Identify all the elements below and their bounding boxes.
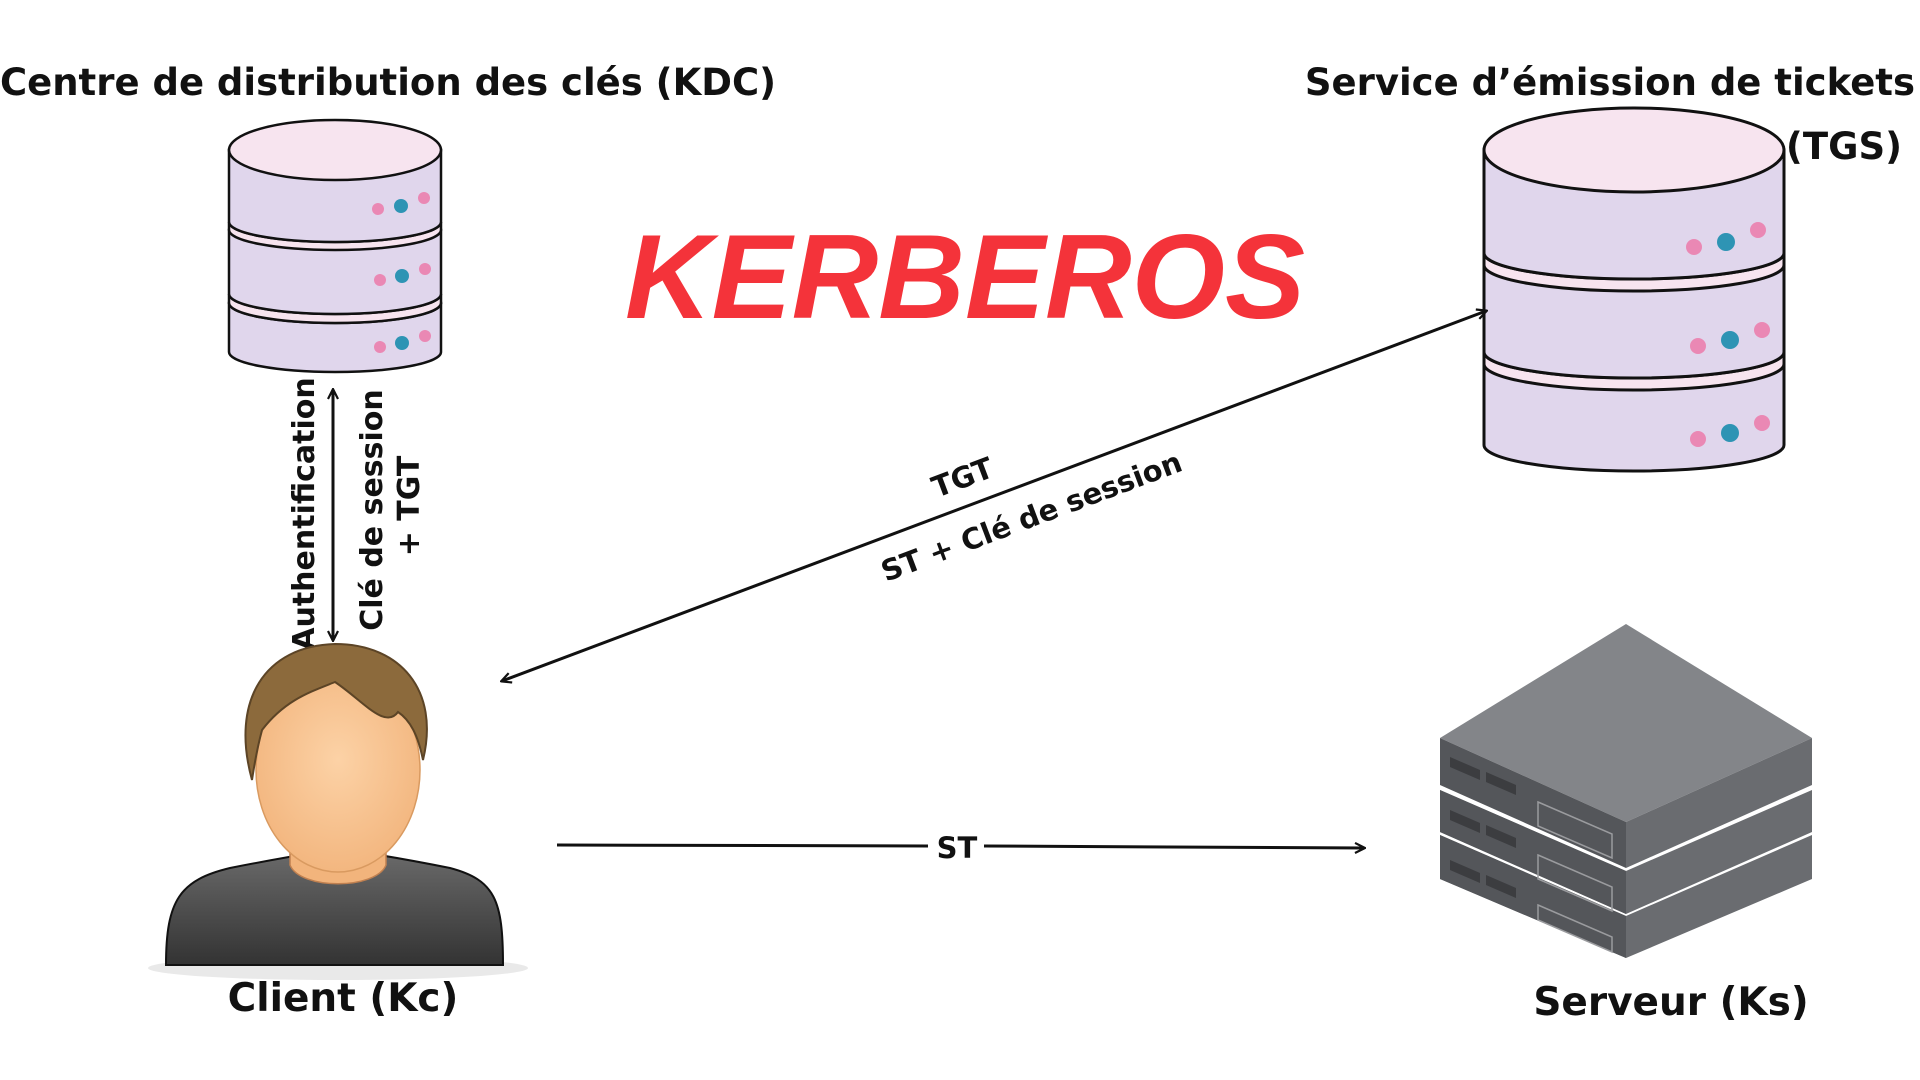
cle-de-session-label: Clé de session xyxy=(355,389,390,631)
rack-server-icon xyxy=(1440,624,1812,958)
user-avatar-icon xyxy=(148,642,528,980)
client-label: Client (Kc) xyxy=(228,976,459,1021)
st-label: ST xyxy=(937,831,978,865)
kdc-label: Centre de distribution des clés (KDC) xyxy=(0,61,776,104)
authentification-label: Authentification xyxy=(287,377,322,650)
client-tgs-arrow xyxy=(502,311,1486,681)
tgt-label: TGT xyxy=(927,451,998,505)
diagram-title: KERBEROS xyxy=(625,210,1305,344)
tgs-label-line2: (TGS) xyxy=(1786,125,1902,168)
kdc-database-icon xyxy=(227,118,443,374)
client-server-arrow-seg2 xyxy=(983,846,1364,848)
server-label: Serveur (Ks) xyxy=(1533,980,1808,1025)
st-cle-de-session-label: ST + Clé de session xyxy=(876,445,1186,589)
tgs-label-line1: Service d’émission de tickets xyxy=(1305,61,1915,104)
tgs-database-icon xyxy=(1482,106,1786,473)
plus-tgt-label: + TGT xyxy=(392,455,427,556)
client-server-arrow-seg1 xyxy=(556,843,929,848)
